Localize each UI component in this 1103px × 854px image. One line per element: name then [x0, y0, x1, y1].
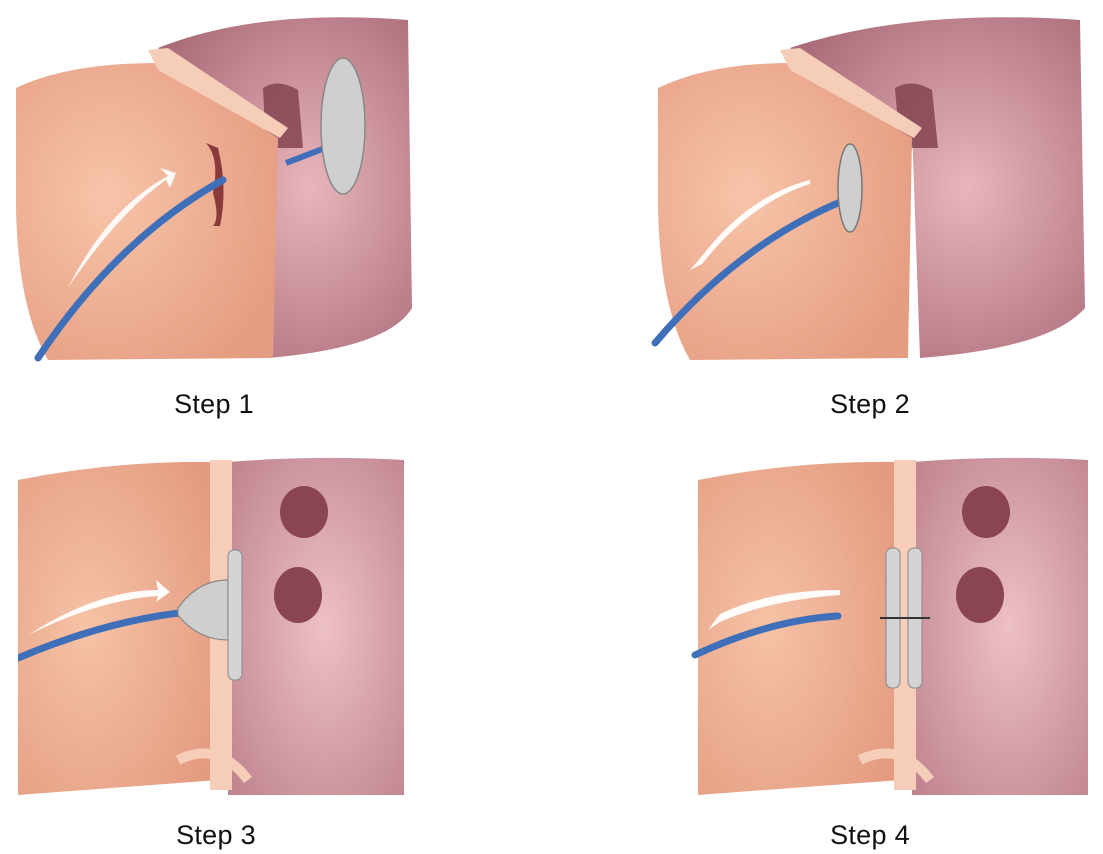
step-4-label: Step 4 — [720, 820, 1020, 851]
occluder-device — [321, 58, 365, 194]
step-1-label: Step 1 — [64, 389, 364, 420]
step-2-panel — [650, 8, 1090, 370]
step-1-illustration — [8, 8, 420, 370]
occluder-device — [838, 144, 862, 232]
step-3-panel — [18, 440, 404, 800]
step-2-label: Step 2 — [720, 389, 1020, 420]
step-4-illustration — [690, 440, 1090, 800]
step-4-panel — [690, 440, 1090, 800]
step-3-illustration — [18, 440, 404, 800]
step-3-label: Step 3 — [66, 820, 366, 851]
step-2-illustration — [650, 8, 1090, 370]
step-1-panel — [8, 8, 420, 370]
